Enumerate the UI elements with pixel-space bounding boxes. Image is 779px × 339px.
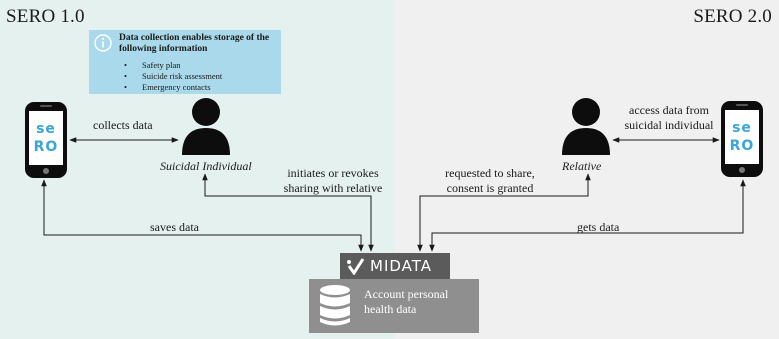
logo-line: se xyxy=(732,120,752,136)
midata-banner: MIDATA xyxy=(340,253,450,279)
info-list: Safety plan Suicide risk assessment Emer… xyxy=(124,60,222,93)
access-line: access data from xyxy=(629,103,709,117)
relative-label: Relative xyxy=(562,159,602,173)
account-box: Account personal health data xyxy=(309,279,479,333)
info-item: Suicide risk assessment xyxy=(124,71,222,82)
logo-line: RO xyxy=(729,138,755,154)
access-line: suicidal individual xyxy=(624,118,714,132)
midata-logo-icon xyxy=(347,258,365,275)
saves-data-arrow xyxy=(41,179,364,252)
database-icon xyxy=(320,285,350,326)
sero-logo: se RO xyxy=(29,111,63,165)
sero-2-title: SERO 2.0 xyxy=(693,6,772,27)
logo-line: RO xyxy=(33,139,59,155)
info-item: Safety plan xyxy=(124,60,222,71)
account-line: health data xyxy=(364,302,417,316)
info-item: Emergency contacts xyxy=(124,82,222,93)
gets-data-arrow xyxy=(429,179,746,252)
requested-arrow xyxy=(417,173,591,252)
initiates-arrow xyxy=(202,173,374,252)
access-label: access data from suicidal individual xyxy=(616,103,722,133)
account-line: Account personal xyxy=(364,287,449,301)
collects-data-label: collects data xyxy=(93,118,153,132)
suicidal-individual-label: Suicidal Individual xyxy=(160,159,252,173)
sero-logo: se RO xyxy=(725,110,759,164)
person-icon-left xyxy=(182,98,230,155)
info-icon xyxy=(94,34,112,52)
sero-1-title: SERO 1.0 xyxy=(6,6,85,27)
info-box: Data collection enables storage of the f… xyxy=(89,30,281,94)
sero-phone-left: se RO xyxy=(25,102,67,178)
person-icon-right xyxy=(562,98,610,155)
info-title: Data collection enables storage of the f… xyxy=(119,33,270,54)
account-label: Account personal health data xyxy=(364,287,448,317)
sero-phone-right: se RO xyxy=(721,101,763,177)
logo-line: se xyxy=(36,121,56,137)
midata-label: MIDATA xyxy=(370,257,433,275)
